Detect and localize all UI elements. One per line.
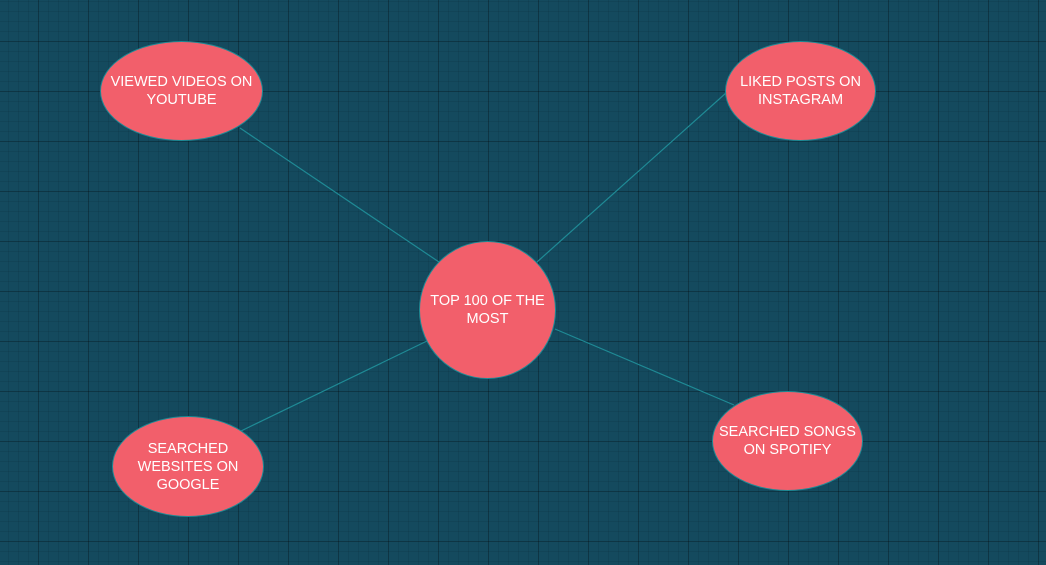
node-youtube-label: VIEWED VIDEOS ON YOUTUBE	[110, 74, 253, 108]
connector-center-spotify	[554, 328, 735, 406]
node-google[interactable]: SEARCHED WEBSITES ON GOOGLE	[112, 416, 264, 517]
node-instagram[interactable]: LIKED POSTS ON INSTAGRAM	[725, 41, 876, 141]
node-center-label: TOP 100 OF THE MOST	[430, 293, 545, 327]
connector-center-instagram	[536, 92, 727, 263]
node-center[interactable]: TOP 100 OF THE MOST	[419, 241, 556, 379]
node-youtube[interactable]: VIEWED VIDEOS ON YOUTUBE	[100, 41, 263, 141]
node-spotify-label: SEARCHED SONGS ON SPOTIFY	[719, 424, 856, 458]
node-instagram-label: LIKED POSTS ON INSTAGRAM	[740, 74, 861, 108]
connector-center-youtube	[239, 127, 440, 263]
node-spotify[interactable]: SEARCHED SONGS ON SPOTIFY	[712, 391, 863, 491]
connector-center-google	[240, 340, 428, 432]
node-google-label: SEARCHED WEBSITES ON GOOGLE	[137, 440, 239, 493]
